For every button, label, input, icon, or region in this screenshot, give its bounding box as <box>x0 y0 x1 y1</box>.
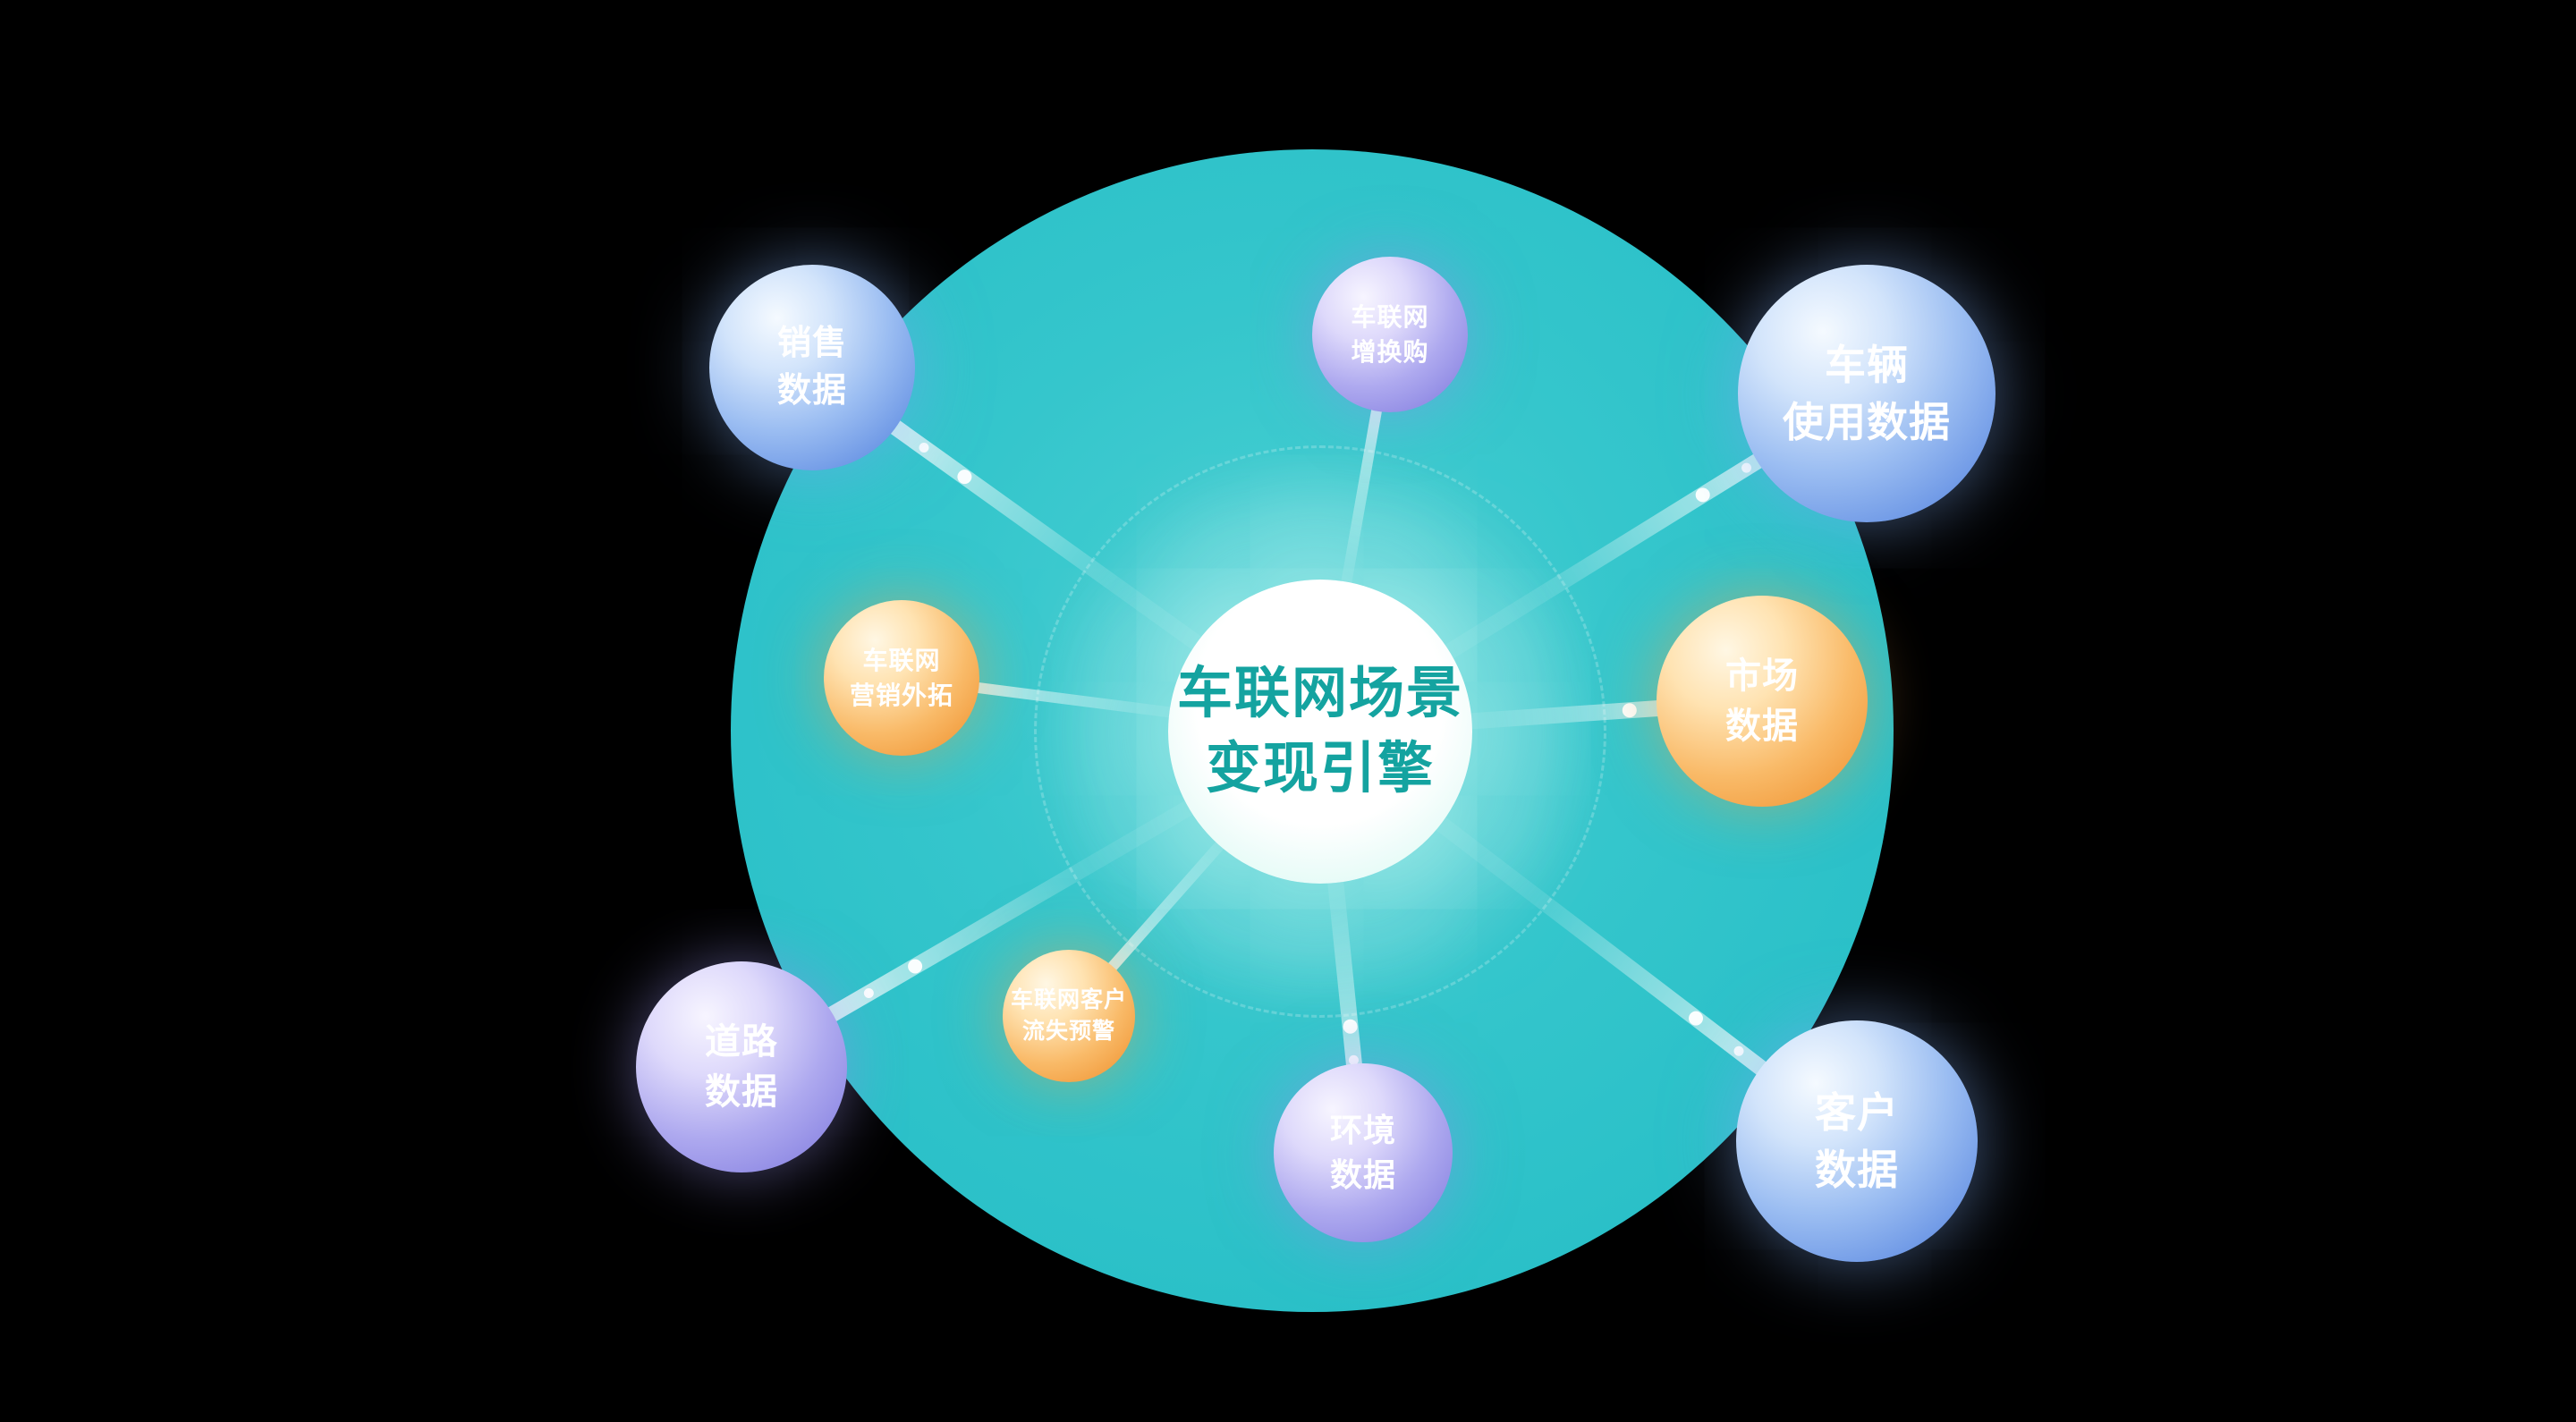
spoke-dot <box>1343 1019 1358 1034</box>
node-road-data-label: 道路 数据 <box>705 1022 778 1112</box>
node-customer-data-label: 客户 数据 <box>1815 1088 1899 1193</box>
node-churn-warning-label: 车联网客户 流失预警 <box>1010 987 1127 1044</box>
node-vehicle-usage-data-label: 车辆 使用数据 <box>1783 341 1951 445</box>
node-road-data: 道路 数据 <box>636 961 847 1172</box>
node-marketing-expansion-label: 车联网 营销外拓 <box>849 646 953 709</box>
spoke-dot <box>957 470 972 485</box>
spoke-dot <box>1741 462 1752 473</box>
spoke-dot <box>1689 1011 1703 1026</box>
node-churn-warning: 车联网客户 流失预警 <box>1003 950 1135 1082</box>
spoke-dot <box>863 988 874 998</box>
node-trade-in-label: 车联网 增换购 <box>1351 302 1429 366</box>
node-trade-in: 车联网 增换购 <box>1312 257 1468 412</box>
center-hub-label: 车联网场景 变现引擎 <box>1176 663 1463 800</box>
spoke-dot <box>1695 487 1710 503</box>
node-market-data: 市场 数据 <box>1657 596 1868 807</box>
spoke-dot <box>908 959 923 974</box>
spoke-dot <box>1348 1054 1359 1065</box>
spoke-dot <box>919 443 929 453</box>
node-market-data-label: 市场 数据 <box>1725 656 1799 746</box>
spoke-dot <box>1622 703 1637 718</box>
node-customer-data: 客户 数据 <box>1736 1020 1978 1262</box>
node-environment-data-label: 环境 数据 <box>1329 1111 1396 1193</box>
spoke-dot <box>1733 1045 1744 1056</box>
node-marketing-expansion: 车联网 营销外拓 <box>824 600 979 756</box>
node-vehicle-usage-data: 车辆 使用数据 <box>1738 265 1996 522</box>
node-sales-data: 销售 数据 <box>709 265 915 470</box>
center-hub: 车联网场景 变现引擎 <box>1168 580 1472 884</box>
node-sales-data-label: 销售 数据 <box>776 324 847 410</box>
node-environment-data: 环境 数据 <box>1274 1063 1453 1242</box>
